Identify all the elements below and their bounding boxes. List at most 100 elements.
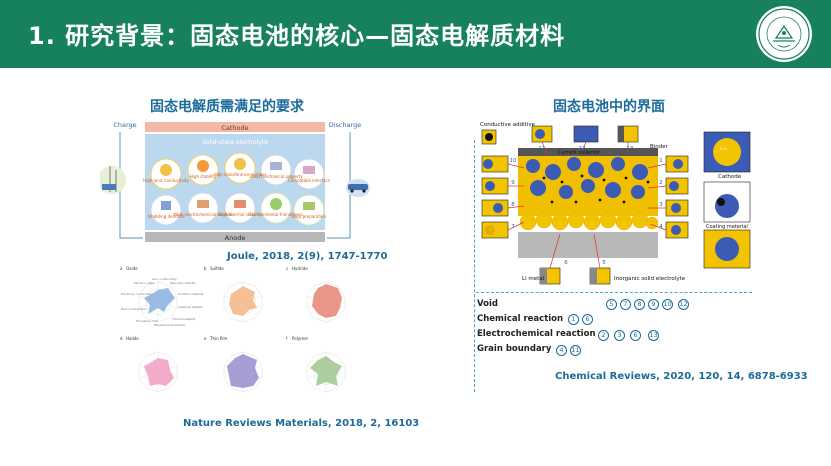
vertical-divider bbox=[474, 140, 475, 392]
radar-panel-oxide bbox=[138, 281, 178, 323]
cathode-layer bbox=[145, 122, 325, 132]
conductive-additive-dots bbox=[542, 174, 650, 204]
binder-label: Binder bbox=[650, 144, 669, 150]
issue-number: 3 bbox=[614, 330, 625, 341]
radar-panel-halide bbox=[138, 351, 178, 393]
svg-text:Halide: Halide bbox=[126, 336, 139, 341]
svg-text:9: 9 bbox=[511, 180, 515, 186]
left-section-title: 固态电解质需满足的要求 bbox=[150, 99, 304, 115]
issue-number: 8 bbox=[634, 299, 645, 310]
svg-text:Polymer: Polymer bbox=[292, 336, 309, 341]
issue-label-grain-boundary: Grain boundary bbox=[477, 344, 552, 354]
cathode-label: Cathode bbox=[221, 124, 248, 132]
electrolyte-particles bbox=[519, 211, 659, 231]
anode-layer bbox=[145, 232, 325, 242]
svg-text:Environmental friendliness: Environmental friendliness bbox=[249, 212, 302, 217]
li-metal-label: Li metal bbox=[522, 276, 545, 282]
svg-text:2: 2 bbox=[659, 180, 663, 186]
slide-title: 1. 研究背景：固态电池的核心—固态电解质材料 bbox=[28, 22, 566, 50]
svg-text:High transference number: High transference number bbox=[214, 172, 267, 177]
issue-label-electrochemical: Electrochemical reaction bbox=[477, 329, 596, 339]
svg-text:Compatible interface: Compatible interface bbox=[288, 178, 331, 183]
cathode-inset: Li+ bbox=[703, 131, 751, 269]
left-zoom-boxes bbox=[481, 129, 509, 239]
electrolyte-label: Solid-state electrolyte bbox=[202, 139, 268, 146]
anode-label: Anode bbox=[225, 234, 246, 242]
svg-text:12: 12 bbox=[579, 146, 586, 152]
charge-arrow bbox=[119, 132, 143, 239]
svg-text:a: a bbox=[120, 266, 123, 271]
svg-text:4: 4 bbox=[659, 224, 663, 230]
svg-text:Device integration: Device integration bbox=[121, 307, 147, 311]
issue-number: 13 bbox=[648, 330, 659, 341]
svg-text:Oxide: Oxide bbox=[126, 266, 138, 271]
issue-number: 2 bbox=[598, 330, 609, 341]
issue-number: 10 bbox=[662, 299, 673, 310]
cathode-inset-label: Cathode bbox=[718, 174, 742, 180]
citation-nature-reviews: Nature Reviews Materials, 2018, 2, 16103 bbox=[183, 418, 420, 429]
svg-text:3: 3 bbox=[659, 202, 663, 208]
svg-text:Chemical stability: Chemical stability bbox=[178, 305, 203, 309]
svg-text:8: 8 bbox=[511, 202, 515, 208]
svg-text:Processing cost: Processing cost bbox=[136, 319, 159, 323]
horizontal-divider bbox=[476, 292, 752, 293]
right-section-title: 固态电池中的界面 bbox=[553, 99, 665, 115]
radar-panel-hydride bbox=[306, 281, 346, 323]
radar-panel-polymer bbox=[306, 351, 346, 393]
charge-label: Charge bbox=[113, 121, 136, 129]
svg-text:6: 6 bbox=[564, 260, 568, 266]
svg-text:Electronic conductivity: Electronic conductivity bbox=[121, 292, 153, 296]
bubbles-row-2 bbox=[150, 192, 325, 226]
svg-text:10: 10 bbox=[510, 158, 517, 164]
requirements-diagram: Cathode Solid-state electrolyte Anode Hi… bbox=[100, 121, 370, 242]
bubbles-row-1-labels: High ionic conductivity High stability H… bbox=[143, 172, 330, 183]
interface-diagram: 10 9 8 7 11 12 13 1 2 3 4 6 5 Li+ Conduc… bbox=[480, 122, 751, 285]
svg-text:Li+: Li+ bbox=[720, 146, 728, 152]
issue-number: 9 bbox=[648, 299, 659, 310]
svg-text:Ionic conductivity: Ionic conductivity bbox=[152, 277, 177, 281]
callout-numbers: 10 9 8 7 11 12 13 1 2 3 4 6 5 bbox=[510, 146, 664, 266]
cathode-particles bbox=[526, 157, 648, 199]
right-zoom-boxes bbox=[665, 155, 689, 239]
svg-text:7: 7 bbox=[511, 224, 515, 230]
svg-text:f: f bbox=[286, 336, 288, 341]
citation-chemical-reviews: Chemical Reviews, 2020, 120, 14, 6878-69… bbox=[555, 371, 808, 382]
discharge-label: Discharge bbox=[329, 121, 362, 129]
discharge-arrow bbox=[327, 132, 351, 239]
svg-text:Oxidation stability: Oxidation stability bbox=[178, 292, 204, 296]
svg-text:Wide electrochemical window: Wide electrochemical window bbox=[173, 212, 233, 217]
svg-text:5: 5 bbox=[602, 260, 606, 266]
electric-car-icon bbox=[346, 179, 370, 197]
svg-text:Mechanical properties: Mechanical properties bbox=[154, 323, 185, 327]
li-metal-layer bbox=[518, 232, 658, 258]
coating-material-label: Coating material bbox=[706, 224, 748, 230]
issue-number: 6 bbox=[582, 314, 593, 325]
issue-number: 4 bbox=[556, 345, 567, 356]
svg-text:Hydride: Hydride bbox=[292, 266, 308, 271]
bubbles-row-2-labels: Inhibiting dendrite Wide electrochemical… bbox=[148, 212, 327, 219]
svg-text:e: e bbox=[204, 336, 207, 341]
issue-number: 11 bbox=[570, 345, 581, 356]
svg-text:13: 13 bbox=[627, 146, 634, 152]
citation-joule: Joule, 2018, 2(9), 1747-1770 bbox=[227, 251, 388, 262]
conductive-additive-label: Conductive additive bbox=[480, 122, 536, 128]
bottom-zoom-boxes bbox=[539, 267, 611, 285]
issue-number: 5 bbox=[606, 299, 617, 310]
svg-text:Easy preparation: Easy preparation bbox=[292, 214, 326, 219]
bubbles-row-1 bbox=[150, 152, 325, 190]
svg-text:c: c bbox=[286, 266, 288, 271]
svg-text:1: 1 bbox=[659, 158, 663, 164]
issue-number: 1 bbox=[568, 314, 579, 325]
issue-number: 6 bbox=[630, 330, 641, 341]
radar-panel-sulfide bbox=[223, 281, 263, 323]
issue-number: 12 bbox=[678, 299, 689, 310]
inorganic-electrolyte-label: Inorganic solid electrolyte bbox=[614, 276, 686, 282]
university-seal-icon bbox=[756, 6, 812, 62]
radar-panel-labels: a Oxide b Sulfide c Hydride d Halide e T… bbox=[120, 266, 309, 341]
svg-text:Good mechanical property: Good mechanical property bbox=[249, 174, 303, 179]
radar-chart-grid: a Oxide b Sulfide c Hydride d Halide e T… bbox=[120, 266, 346, 393]
svg-text:Electron. state: Electron. state bbox=[134, 281, 155, 285]
current-collector bbox=[518, 148, 658, 156]
svg-text:High ionic conductivity: High ionic conductivity bbox=[143, 178, 189, 183]
interface-labels: Conductive additive Current collector Bi… bbox=[480, 122, 748, 282]
